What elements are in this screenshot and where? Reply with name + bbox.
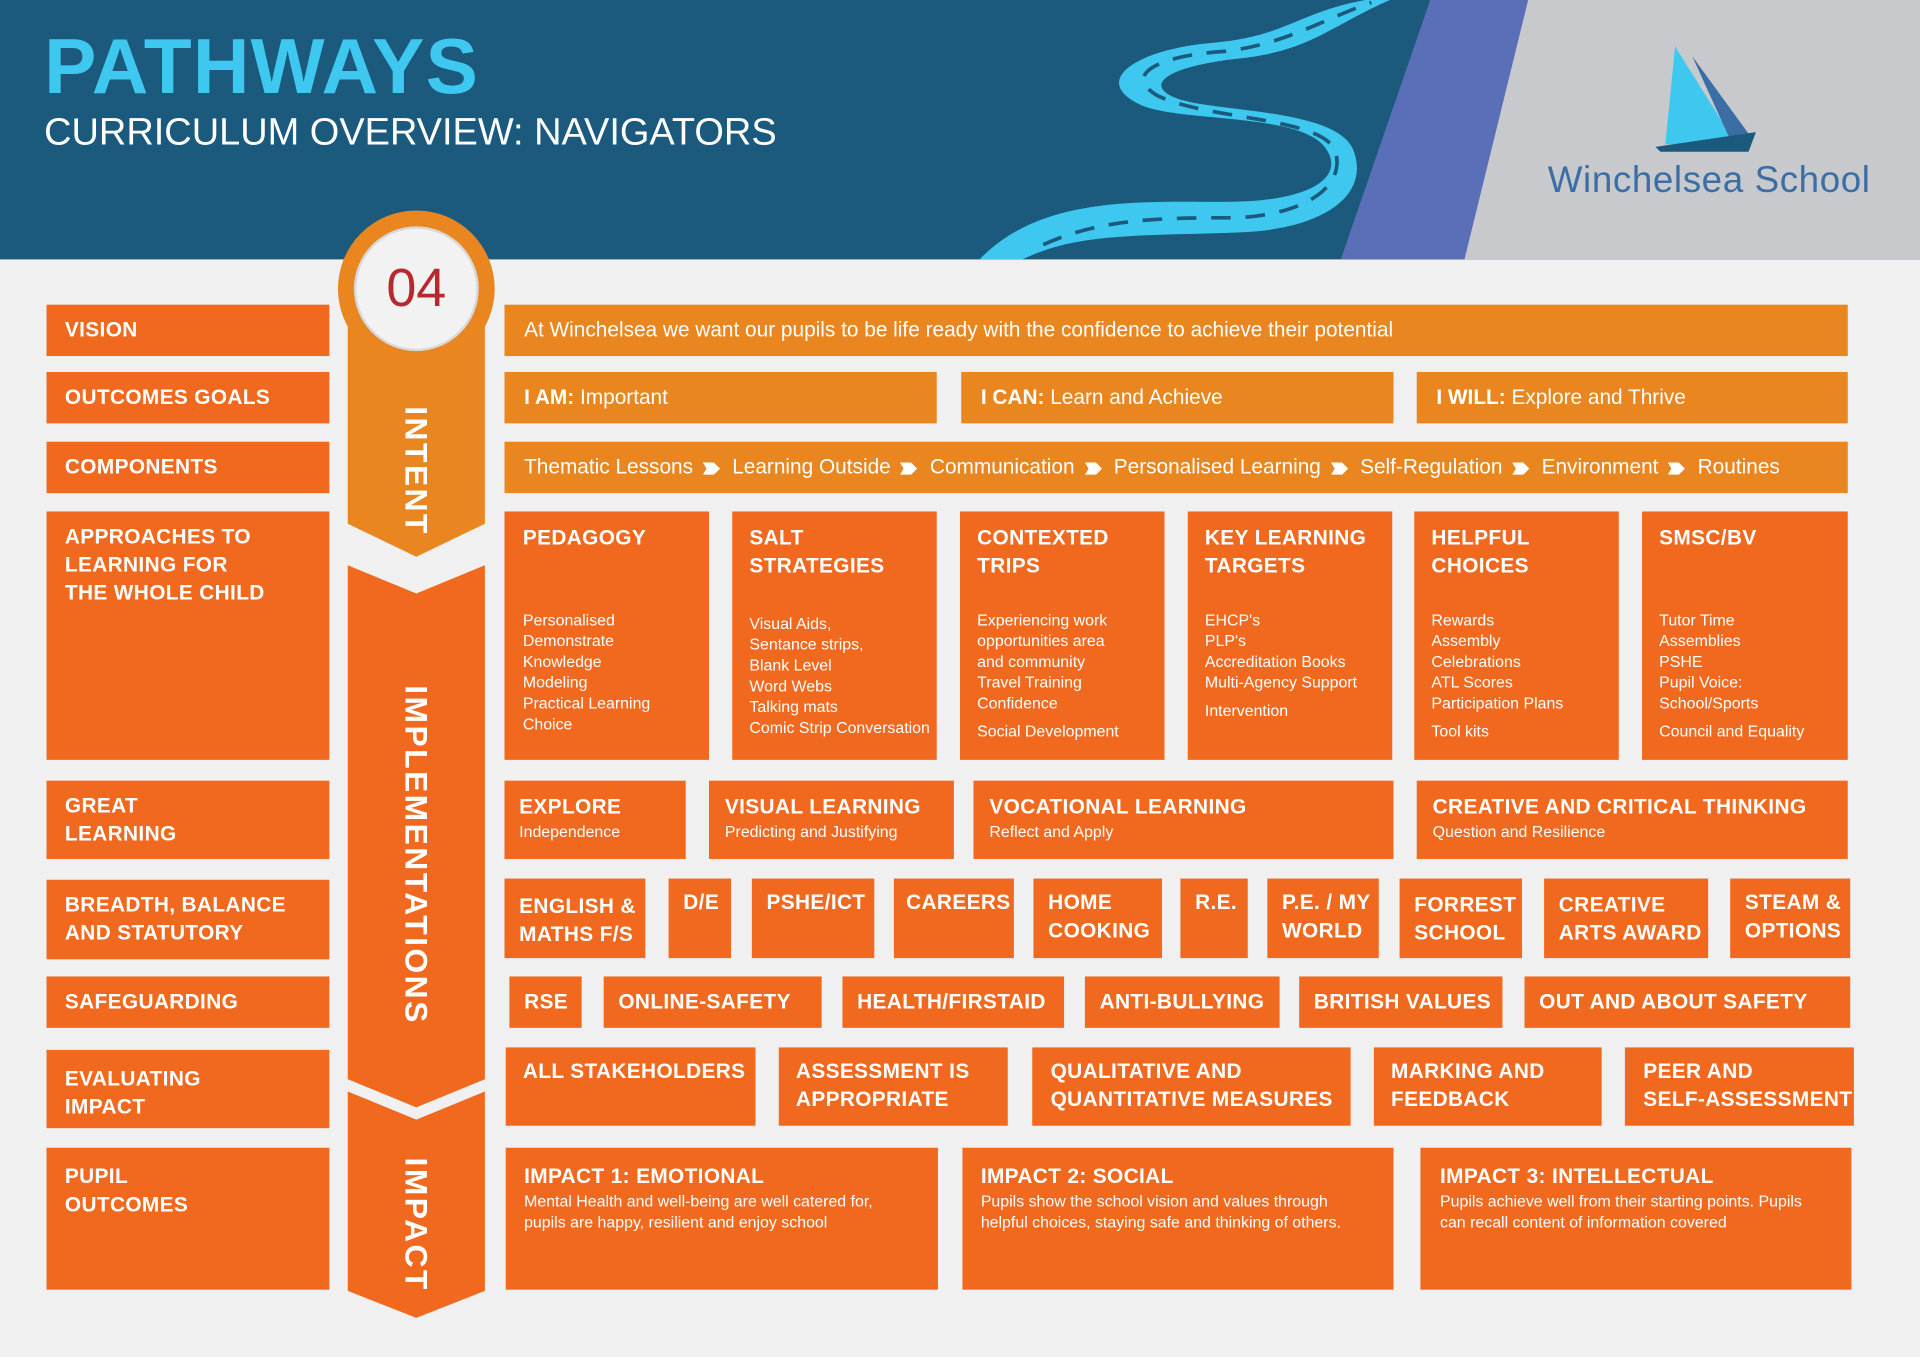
badge-circle bbox=[353, 226, 479, 352]
arrow-tag-icon bbox=[900, 461, 918, 475]
arrow-tag-icon bbox=[702, 461, 720, 475]
stage-intent: INTENT bbox=[397, 406, 435, 536]
breadth-steam-options: STEAM &OPTIONS bbox=[1730, 878, 1851, 959]
page-title: PATHWAYS bbox=[44, 22, 480, 111]
implementations-arrow bbox=[347, 565, 485, 1108]
safeguarding-anti-bullying: ANTI-BULLYING bbox=[1084, 976, 1280, 1028]
vision-bar: At Winchelsea we want our pupils to be l… bbox=[504, 304, 1848, 357]
breadth-careers: CAREERS bbox=[893, 878, 1014, 959]
arrow-tag-icon bbox=[1512, 461, 1530, 475]
safeguarding-online-safety: ONLINE-SAFETY bbox=[603, 976, 822, 1028]
arrow-tag-icon bbox=[1668, 461, 1686, 475]
label-components: COMPONENTS bbox=[46, 441, 330, 494]
component-item: Learning Outside bbox=[732, 455, 891, 479]
outcome-i-can: I CAN: Learn and Achieve bbox=[961, 371, 1394, 424]
safeguarding-health-firstaid: HEALTH/FIRSTAID bbox=[842, 976, 1065, 1028]
evaluating-stakeholders: ALL STAKEHOLDERS bbox=[505, 1047, 756, 1126]
safeguarding-out-about: OUT AND ABOUT SAFETY bbox=[1524, 976, 1851, 1028]
safeguarding-british-values: BRITISH VALUES bbox=[1299, 976, 1503, 1028]
components-bar: Thematic Lessons Learning Outside Communic… bbox=[504, 441, 1848, 494]
school-name: Winchelsea School bbox=[1547, 160, 1871, 201]
breadth-english-maths: ENGLISH &MATHS F/S bbox=[504, 878, 646, 959]
impact-arrow bbox=[347, 1091, 485, 1318]
breadth-pshe-ict: PSHE/ICT bbox=[751, 878, 875, 959]
stage-impact: IMPACT bbox=[397, 1157, 435, 1292]
arrow-tag-icon bbox=[1330, 461, 1348, 475]
outcome-i-will: I WILL: Explore and Thrive bbox=[1416, 371, 1848, 424]
road-centerline bbox=[1042, 0, 1373, 247]
road-icon bbox=[979, 0, 1390, 260]
outcome-i-am: I AM: Important bbox=[504, 371, 937, 424]
stage-implementations: IMPLEMENTATIONS bbox=[397, 685, 435, 1025]
page-subtitle: CURRICULUM OVERVIEW: NAVIGATORS bbox=[44, 110, 777, 153]
component-item: Environment bbox=[1541, 455, 1659, 479]
stage-spine bbox=[337, 210, 495, 1318]
label-vision: VISION bbox=[46, 304, 330, 357]
label-outcomes-goals: OUTCOMES GOALS bbox=[46, 371, 330, 424]
badge-number: 04 bbox=[386, 258, 447, 319]
safeguarding-rse: RSE bbox=[509, 976, 582, 1028]
component-item: Routines bbox=[1697, 455, 1780, 479]
breadth-de: D/E bbox=[668, 878, 732, 959]
component-item: Thematic Lessons bbox=[524, 455, 694, 479]
breadth-re: R.E. bbox=[1180, 878, 1248, 959]
component-item: Personalised Learning bbox=[1113, 455, 1321, 479]
component-item: Communication bbox=[929, 455, 1075, 479]
label-safeguarding: SAFEGUARDING bbox=[46, 976, 330, 1028]
arrow-tag-icon bbox=[1084, 461, 1102, 475]
header-decoration bbox=[979, 0, 1920, 260]
component-item: Self-Regulation bbox=[1360, 455, 1503, 479]
